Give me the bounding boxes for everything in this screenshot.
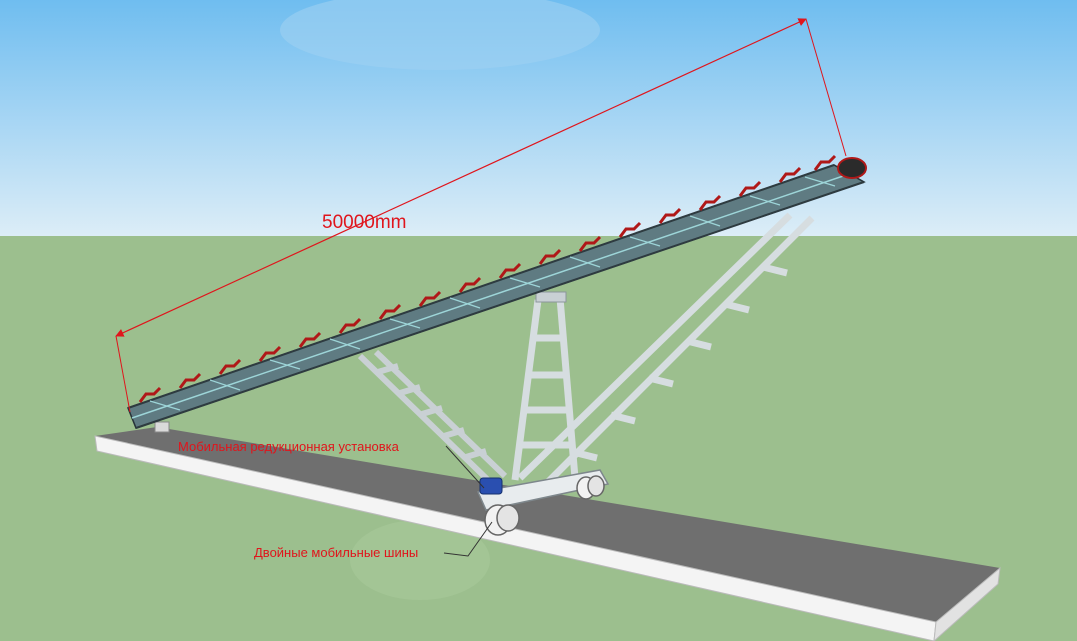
- dimension-arrow: [115, 18, 807, 337]
- tower-cap: [535, 291, 567, 303]
- track-front-side: [94, 435, 937, 641]
- tires-leader-line: [443, 521, 493, 557]
- track-end-side: [933, 566, 1001, 641]
- base-footing: [154, 421, 170, 433]
- reducer-leader-line: [445, 445, 485, 489]
- extension-line-left: [115, 335, 131, 413]
- extension-line-right: [805, 18, 847, 157]
- mobile-carriage: [476, 469, 610, 536]
- wheel-rear-right: [587, 475, 605, 497]
- ground-shadow: [350, 520, 490, 600]
- carriage-frame: [476, 469, 610, 511]
- wheel-front-right: [496, 504, 520, 532]
- reduction-motor: [479, 477, 503, 495]
- dual-tires-label: Двойные мобильные шины: [254, 545, 419, 560]
- length-dimension-label: 50000mm: [322, 212, 407, 233]
- reduction-unit-label: Мобильная редукционная установка: [178, 439, 399, 454]
- head-pulley: [837, 157, 867, 179]
- track-slab: [94, 427, 1001, 641]
- front-support-ladder: [357, 349, 508, 483]
- length-dimension: [115, 18, 847, 413]
- track-top-surface: [95, 427, 1000, 622]
